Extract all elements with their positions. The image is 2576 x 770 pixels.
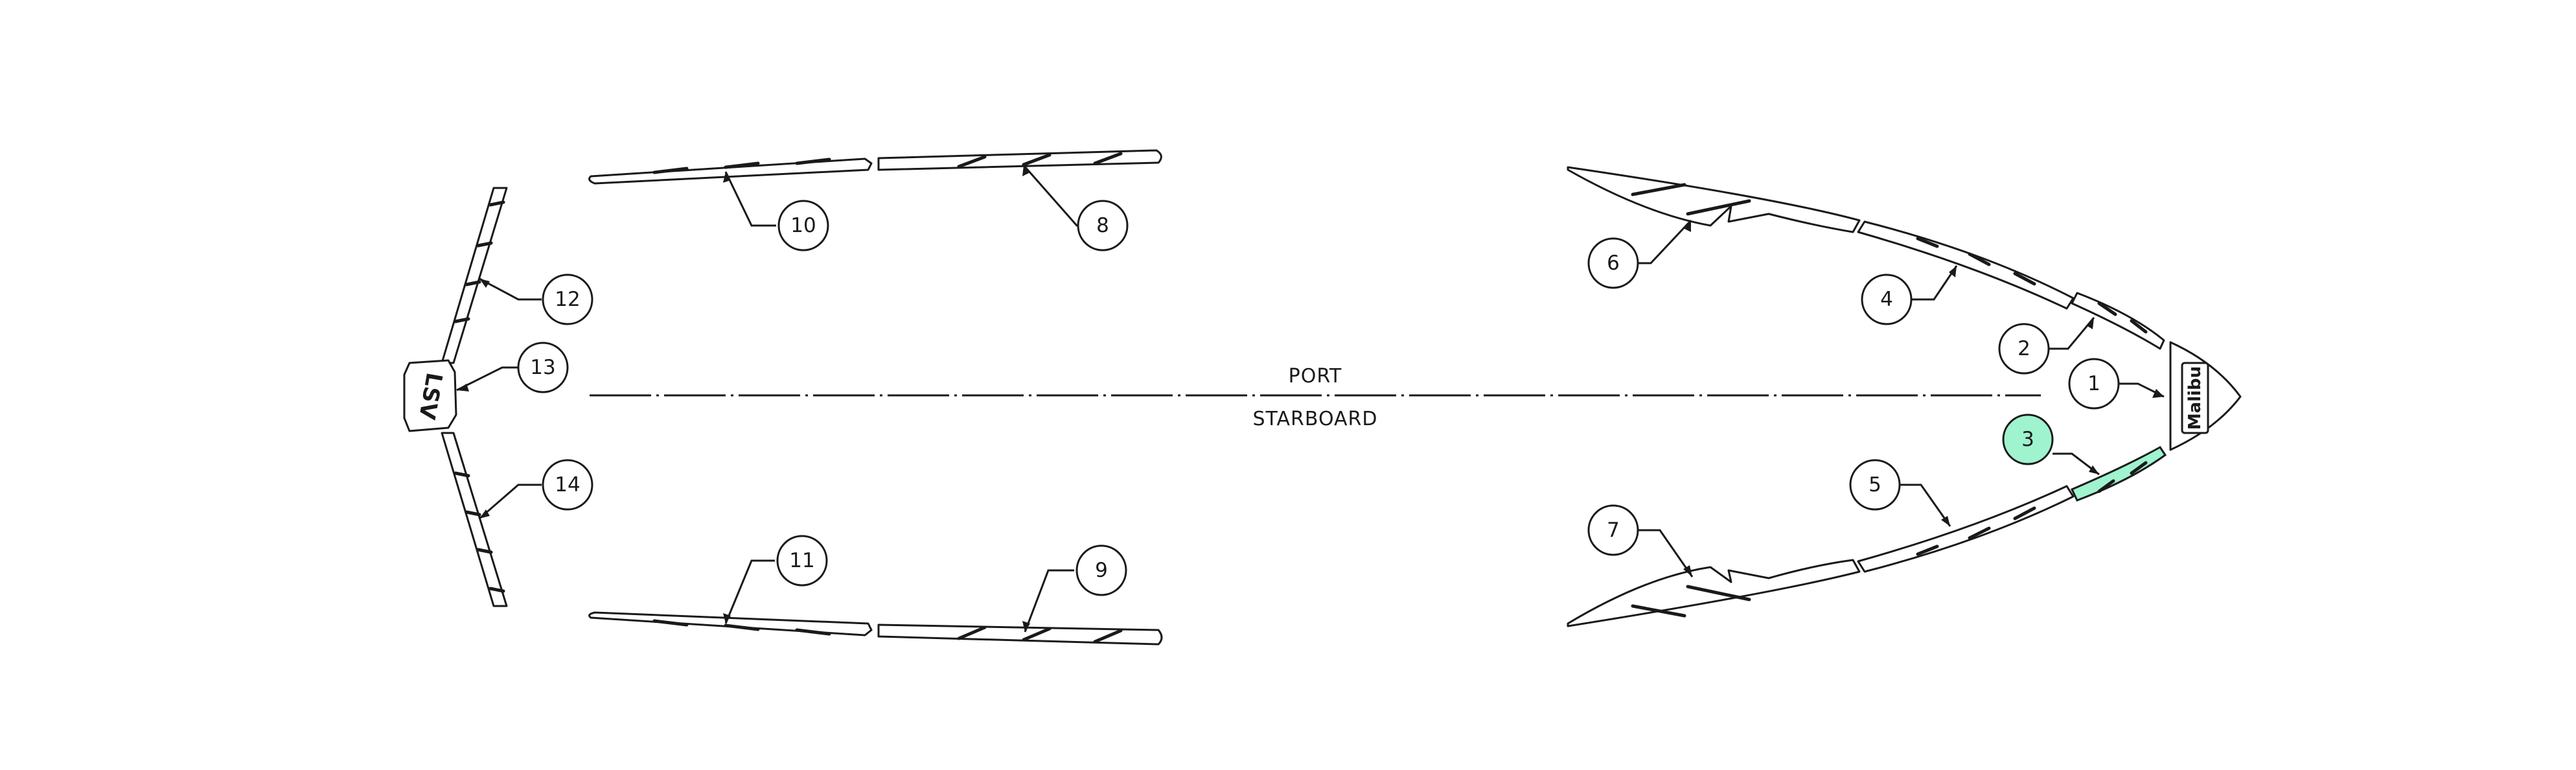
callout-6[interactable]: 6 bbox=[1587, 237, 1639, 289]
arrowheads bbox=[457, 165, 2164, 632]
callout-3-label: 3 bbox=[2021, 428, 2034, 451]
callout-3[interactable]: 3 bbox=[2002, 414, 2054, 465]
callout-14-label: 14 bbox=[555, 473, 580, 496]
callout-9[interactable]: 9 bbox=[1075, 544, 1127, 596]
callout-11[interactable]: 11 bbox=[776, 535, 828, 587]
callout-leaders bbox=[456, 165, 2165, 633]
part-10[interactable] bbox=[588, 158, 873, 185]
callout-11-label: 11 bbox=[789, 549, 814, 572]
callout-1[interactable]: 1 bbox=[2068, 358, 2120, 410]
part-14[interactable] bbox=[441, 432, 508, 607]
starboard-label: STARBOARD bbox=[1252, 408, 1377, 430]
callout-13[interactable]: 13 bbox=[517, 342, 569, 393]
callout-9-label: 9 bbox=[1095, 559, 1108, 582]
callout-2[interactable]: 2 bbox=[1998, 323, 2050, 375]
bow-logo: Malibu bbox=[2185, 366, 2205, 430]
part-5[interactable] bbox=[1857, 485, 2075, 573]
callout-13-label: 13 bbox=[530, 356, 555, 379]
callout-4-label: 4 bbox=[1880, 288, 1893, 311]
callout-1-label: 1 bbox=[2087, 372, 2100, 395]
callout-7-label: 7 bbox=[1607, 519, 1620, 542]
callout-5-label: 5 bbox=[1869, 473, 1881, 496]
callout-14[interactable]: 14 bbox=[542, 459, 593, 511]
callout-8[interactable]: 8 bbox=[1077, 200, 1129, 251]
callout-6-label: 6 bbox=[1607, 251, 1620, 275]
callout-10[interactable]: 10 bbox=[777, 200, 829, 251]
part-12[interactable] bbox=[441, 187, 508, 364]
part-2[interactable] bbox=[2071, 292, 2165, 350]
callout-12-label: 12 bbox=[555, 288, 580, 311]
part-3[interactable] bbox=[2070, 446, 2167, 502]
callout-4[interactable]: 4 bbox=[1861, 274, 1913, 325]
port-label: PORT bbox=[1289, 365, 1342, 388]
callout-2-label: 2 bbox=[2018, 337, 2030, 360]
part-9[interactable] bbox=[877, 624, 1163, 646]
part-13[interactable]: LSV bbox=[403, 359, 457, 432]
part-6[interactable] bbox=[1567, 166, 1861, 233]
part-11[interactable] bbox=[588, 611, 873, 636]
part-7[interactable] bbox=[1567, 559, 1861, 627]
callout-8-label: 8 bbox=[1096, 214, 1109, 237]
callout-12[interactable]: 12 bbox=[542, 274, 593, 325]
callout-7[interactable]: 7 bbox=[1587, 504, 1639, 556]
callout-10-label: 10 bbox=[790, 214, 816, 237]
part-1[interactable]: Malibu bbox=[2169, 341, 2242, 451]
part-8[interactable] bbox=[877, 149, 1162, 171]
callout-5[interactable]: 5 bbox=[1849, 459, 1901, 511]
part-4[interactable] bbox=[1857, 220, 2075, 310]
